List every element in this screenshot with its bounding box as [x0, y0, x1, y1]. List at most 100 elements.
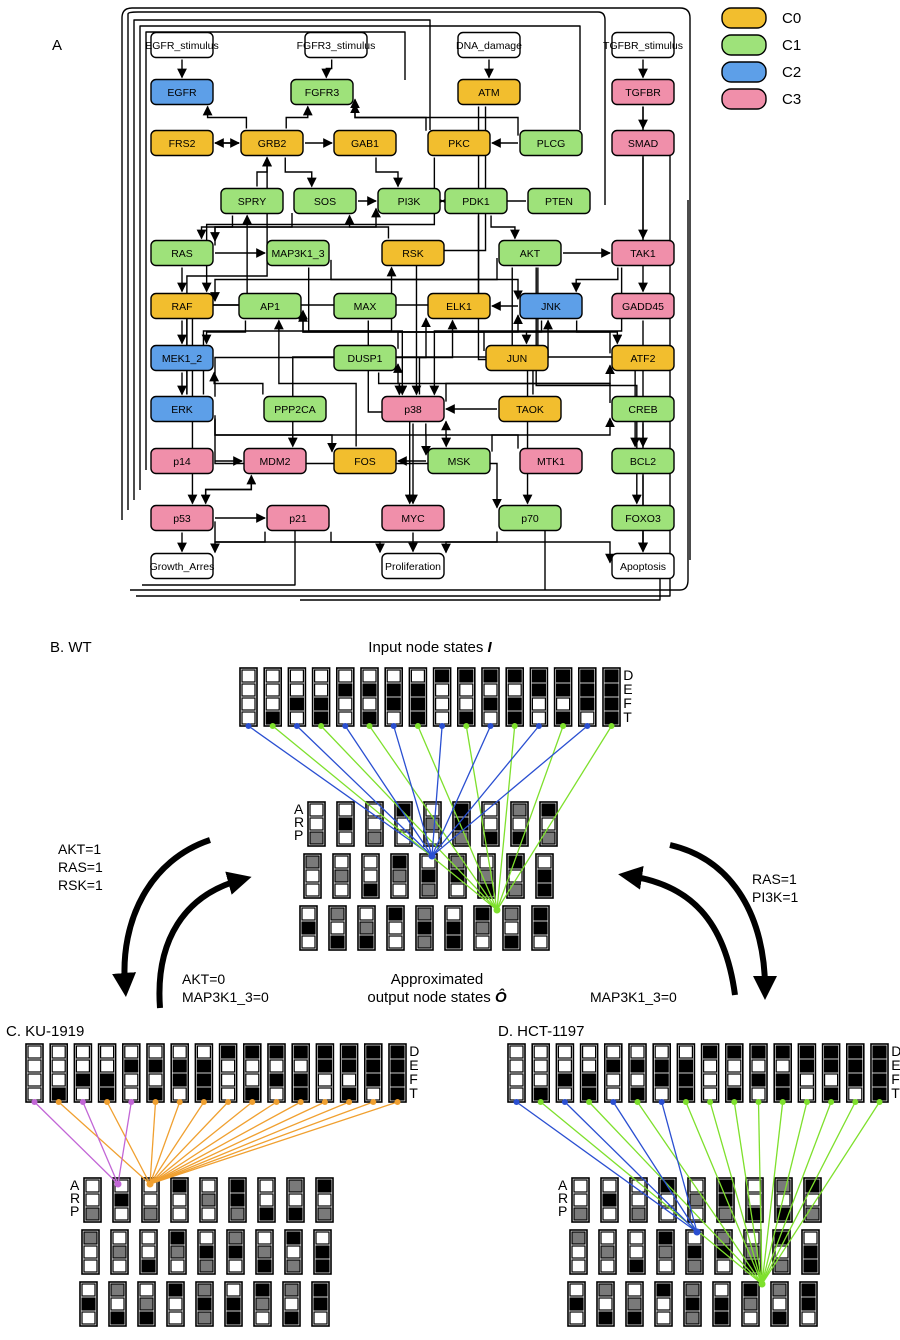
state-cell	[199, 1231, 214, 1245]
node-ppp2ca: PPP2CA	[263, 395, 327, 423]
column-frame	[197, 1229, 216, 1275]
column-frame	[627, 1229, 646, 1275]
column-frame	[770, 1281, 789, 1327]
connection-dot	[537, 1099, 544, 1105]
column-frame	[473, 905, 492, 951]
node-ras: RAS	[150, 239, 214, 267]
state-cell	[580, 711, 595, 725]
state-cell	[257, 1259, 272, 1273]
hub-dot	[758, 1280, 766, 1288]
state-column	[596, 1281, 615, 1327]
right-down-arrow	[669, 842, 777, 1000]
state-cell	[656, 1311, 671, 1325]
state-cell	[606, 1087, 621, 1101]
state-column	[386, 905, 405, 951]
node-label: MAX	[354, 301, 377, 313]
state-cell	[172, 1087, 187, 1101]
node-label: p14	[173, 456, 191, 468]
column-frame	[83, 1177, 102, 1223]
state-cell	[139, 1311, 154, 1325]
column-frame	[629, 1177, 648, 1223]
column-frame	[571, 1177, 590, 1223]
state-cell	[507, 711, 522, 725]
state-cell	[598, 1311, 613, 1325]
network-edge	[321, 59, 333, 79]
node-atf2: ATF2	[611, 344, 675, 372]
state-column	[108, 1281, 127, 1327]
column-frame	[361, 853, 380, 899]
node-box	[150, 31, 214, 59]
state-column	[870, 1043, 889, 1103]
state-cell	[410, 669, 425, 683]
state-cell	[656, 1283, 671, 1297]
node-label: TAOK	[516, 404, 544, 416]
state-connection	[296, 725, 433, 857]
state-column	[257, 1177, 276, 1223]
connection-dot	[608, 723, 615, 729]
node-label: PI3K	[398, 196, 421, 208]
state-cell	[604, 711, 619, 725]
state-column	[531, 905, 550, 951]
state-column	[772, 1229, 791, 1275]
column-frame	[600, 1177, 619, 1223]
state-cell	[630, 1059, 645, 1073]
state-cell	[512, 831, 527, 845]
state-column	[363, 1043, 383, 1103]
state-column	[239, 667, 258, 727]
state-cell	[170, 1259, 185, 1273]
output-row-letter: A	[558, 1177, 568, 1193]
state-cell	[776, 1193, 791, 1207]
state-column	[195, 1281, 214, 1327]
legend-swatch	[721, 61, 767, 83]
state-column	[505, 667, 525, 727]
column-frame	[286, 1177, 305, 1223]
legend-swatch	[721, 7, 767, 29]
legend-label: C2	[782, 64, 801, 81]
column-frame	[168, 1229, 187, 1275]
state-column	[714, 1229, 733, 1275]
state-cell	[743, 1283, 758, 1297]
state-cell	[629, 1245, 644, 1259]
column-frame	[170, 1177, 189, 1223]
state-cell	[27, 1087, 42, 1101]
state-column	[81, 1229, 100, 1275]
left-down-arrow	[112, 837, 211, 997]
state-cell	[317, 1087, 332, 1101]
state-cell	[221, 1045, 236, 1059]
column-frame	[539, 801, 558, 847]
state-cell	[678, 1087, 694, 1101]
column-frame	[224, 1281, 243, 1327]
state-cell	[317, 1073, 332, 1087]
state-column	[339, 1043, 359, 1103]
node-label: BCL2	[630, 456, 656, 468]
state-connection	[757, 1101, 763, 1285]
node-box	[485, 344, 549, 372]
state-cell	[678, 1073, 694, 1087]
state-column	[535, 853, 554, 899]
state-cell	[301, 907, 316, 921]
state-cell	[255, 1311, 270, 1325]
state-connection	[431, 725, 492, 857]
state-column	[506, 853, 525, 899]
node-box	[457, 78, 521, 106]
state-cell	[435, 711, 450, 725]
state-cell	[85, 1193, 100, 1207]
state-cell	[315, 1259, 330, 1273]
connection-dot	[634, 1099, 641, 1105]
node-dusp1: DUSP1	[333, 344, 397, 372]
state-cell	[533, 921, 548, 935]
connection-dot	[318, 723, 325, 729]
state-column	[228, 1177, 247, 1223]
state-cell	[172, 1059, 187, 1073]
state-cell	[475, 921, 490, 935]
state-cell	[630, 1073, 645, 1087]
ku1919-connections	[31, 1099, 401, 1188]
connection-dot	[104, 1099, 111, 1105]
node-smad: SMAD	[611, 129, 675, 157]
state-cell	[259, 1179, 274, 1193]
node-label: PDK1	[462, 196, 490, 208]
input-row-letter: T	[891, 1085, 900, 1101]
column-frame	[741, 1281, 760, 1327]
column-frame	[745, 1177, 764, 1223]
state-column	[555, 1043, 575, 1103]
